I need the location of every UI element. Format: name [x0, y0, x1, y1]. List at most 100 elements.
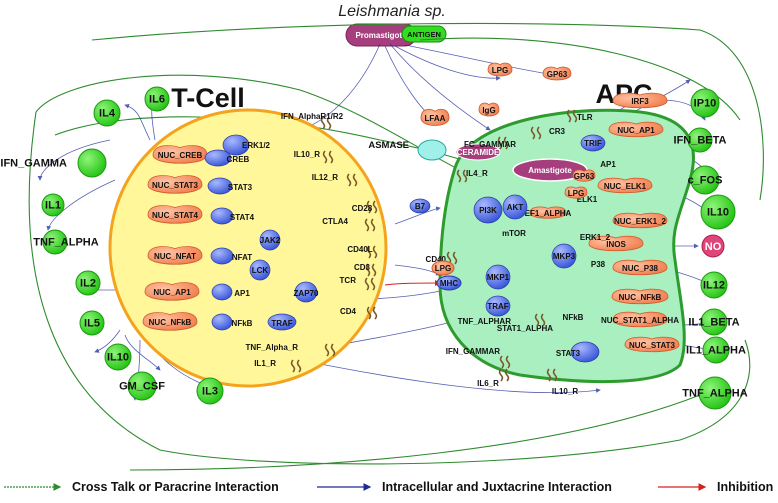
node-pi3k[interactable]: PI3K	[473, 196, 503, 224]
node-lpg[interactable]: LPG	[487, 62, 513, 77]
node-ceramide[interactable]: CERAMIDE	[455, 143, 501, 161]
node-mtor[interactable]: mTOR	[502, 229, 526, 238]
antigen-node[interactable]: ANTIGEN	[401, 25, 447, 43]
node-label: ASMASE	[368, 140, 409, 151]
tcell-cytokine-il2[interactable]: IL2	[75, 270, 101, 296]
node-lpg[interactable]: LPG	[564, 186, 588, 199]
apc-cytokine-il12[interactable]: IL12	[700, 271, 728, 299]
node-mkp1[interactable]: MKP1	[485, 264, 511, 290]
node-trif[interactable]: TRIF	[580, 134, 606, 152]
node-traf[interactable]: TRAF	[485, 295, 511, 317]
node-traf[interactable]: TRAF	[267, 313, 297, 331]
tcell-cytokine-il3[interactable]: IL3	[196, 377, 224, 405]
apc-cytokine-tnf-alpha[interactable]: TNF_ALPHA	[682, 376, 748, 410]
apc-cytokine-il1-alpha[interactable]: IL1_ALPHA	[686, 336, 746, 364]
receptor-cd3[interactable]: CD3	[354, 263, 377, 277]
receptor-il6-r[interactable]: IL6_R	[477, 368, 510, 388]
node-lfaa[interactable]: LFAA	[420, 108, 450, 126]
node-label: IL1_BETA	[688, 317, 739, 329]
node-nuc-nfat[interactable]: NUC_NFAT	[147, 246, 203, 265]
apc-cytokine-c-fos[interactable]: c_FOS	[688, 165, 723, 195]
node-nuc-stat4[interactable]: NUC_STAT4	[147, 205, 203, 224]
node-label: TNF_ALPHAR	[458, 317, 512, 326]
legend-item-intracellular: Intracellular and Juxtacrine Interaction	[317, 480, 612, 494]
tcell-cytokine-il5[interactable]: IL5	[79, 310, 105, 336]
node-nuc-nfkb[interactable]: NUC_NFkB	[142, 312, 198, 331]
receptor-il10-r[interactable]: IL10_R	[546, 368, 579, 396]
receptor-tnf-alpha-r[interactable]: TNF_Alpha_R	[246, 343, 336, 357]
node-ap1[interactable]: AP1	[600, 160, 616, 169]
node-erk1-2[interactable]: ERK1/2	[222, 134, 271, 156]
node-ef1-alpha[interactable]: EF1_ALPHA	[525, 206, 572, 219]
node-nuc-stat3[interactable]: NUC_STAT3	[624, 336, 680, 353]
node-label: CREB	[227, 155, 250, 164]
node-nuc-stat1-alpha[interactable]: NUC_STAT1_ALPHA	[601, 311, 679, 328]
receptor-cr3[interactable]: CR3	[530, 126, 566, 140]
tcell-cytokine-ifn-gamma[interactable]: IFN_GAMMA	[0, 148, 107, 178]
node-label: MHC	[440, 279, 458, 288]
receptor-ifn-alphar1-r2[interactable]: IFN_AlphaR1/R2	[281, 112, 344, 130]
node-p38[interactable]: P38	[591, 260, 606, 269]
node-label: CD3	[354, 263, 371, 272]
receptor-tnf-alphar[interactable]: TNF_ALPHAR	[458, 313, 546, 327]
receptor-il4-r[interactable]: IL4_R	[456, 169, 488, 183]
node-mkp3[interactable]: MKP3	[551, 243, 577, 269]
receptor-il10-r[interactable]: IL10_R	[294, 150, 334, 164]
receptor-tlr[interactable]: TLR	[566, 109, 593, 123]
receptor-tcr[interactable]: TCR	[340, 276, 376, 291]
node-nfat[interactable]: NFAT	[210, 247, 252, 265]
node-nuc-elk1[interactable]: NUC_ELK1	[597, 177, 653, 194]
node-b7[interactable]: B7	[409, 198, 431, 214]
receptor-cd28[interactable]: CD28	[352, 200, 378, 214]
node-label: NFkB	[563, 313, 584, 322]
antigen-label: ANTIGEN	[407, 30, 441, 39]
node-nuc-ap1[interactable]: NUC_AP1	[608, 121, 664, 138]
apc-cytokine-no[interactable]: NO	[701, 234, 725, 258]
node-stat3[interactable]: STAT3	[556, 341, 600, 363]
node-elk1[interactable]: ELK1	[577, 195, 598, 204]
apc-cytokine-il10[interactable]: IL10	[700, 194, 736, 230]
node-jak2[interactable]: JAK2	[259, 229, 281, 251]
receptor-ctla4[interactable]: CTLA4	[322, 217, 376, 232]
node-creb[interactable]: CREB	[204, 149, 250, 167]
node-gp63[interactable]: GP63	[542, 66, 572, 81]
tcell-cytokine-il4[interactable]: IL4	[93, 99, 121, 127]
receptor-fc-gammar[interactable]: FC_GAMMAR	[464, 136, 516, 150]
apc-cytokine-il1-beta[interactable]: IL1_BETA	[688, 308, 740, 336]
node-akt[interactable]: AKT	[502, 194, 528, 220]
node-lck[interactable]: LCK	[249, 259, 271, 281]
node-igg[interactable]: IgG	[478, 102, 500, 117]
apc-cytokine-ip10[interactable]: IP10	[690, 88, 720, 118]
node-asmase[interactable]: ASMASE	[368, 139, 447, 161]
receptor-il12-r[interactable]: IL12_R	[312, 173, 358, 187]
tcell-cytokine-il6[interactable]: IL6	[144, 86, 170, 112]
apc-cytokine-ifn-beta[interactable]: IFN_BETA	[674, 127, 727, 153]
node-stat3[interactable]: STAT3	[207, 177, 253, 195]
tcell-cytokine-il1[interactable]: IL1	[41, 193, 65, 217]
node-zap70[interactable]: ZAP70	[294, 281, 319, 303]
node-inos[interactable]: INOS	[588, 235, 644, 252]
node-stat4[interactable]: STAT4	[210, 207, 255, 225]
node-nfkb[interactable]: NFkB	[563, 313, 584, 322]
node-nuc-ap1[interactable]: NUC_AP1	[144, 282, 200, 301]
node-nuc-stat3[interactable]: NUC_STAT3	[147, 175, 203, 194]
node-nuc-p38[interactable]: NUC_P38	[612, 259, 668, 276]
node-nuc-nfkb[interactable]: NUC_NFkB	[611, 288, 669, 305]
tcell-cytokine-il10[interactable]: IL10	[104, 343, 132, 371]
node-nuc-erk1-2[interactable]: NUC_ERK1_2	[612, 212, 668, 229]
node-ap1[interactable]: AP1	[211, 283, 250, 301]
node-stat1-alpha[interactable]: STAT1_ALPHA	[497, 324, 553, 333]
receptor-ifn-gammar[interactable]: IFN_GAMMAR	[446, 347, 511, 369]
node-gp63[interactable]: GP63	[572, 169, 596, 182]
receptor-il1-r[interactable]: IL1_R	[254, 359, 302, 373]
receptor-cd40l[interactable]: CD40L	[347, 245, 378, 259]
node-irf3[interactable]: IRF3	[612, 92, 668, 109]
tcell-cytokine-gm-csf[interactable]: GM_CSF	[119, 371, 165, 401]
node-erk1-2[interactable]: ERK1_2	[580, 233, 611, 242]
receptor-cd4[interactable]: CD4	[340, 306, 378, 320]
node-nfkb[interactable]: NFkB	[211, 313, 253, 331]
node-lpg-interface[interactable]: LPG	[431, 260, 455, 276]
node-nuc-creb[interactable]: NUC_CREB	[152, 145, 208, 164]
tcell-cytokine-tnf-alpha[interactable]: TNF_ALPHA	[33, 229, 99, 255]
node-mhc[interactable]: MHC	[436, 275, 462, 291]
